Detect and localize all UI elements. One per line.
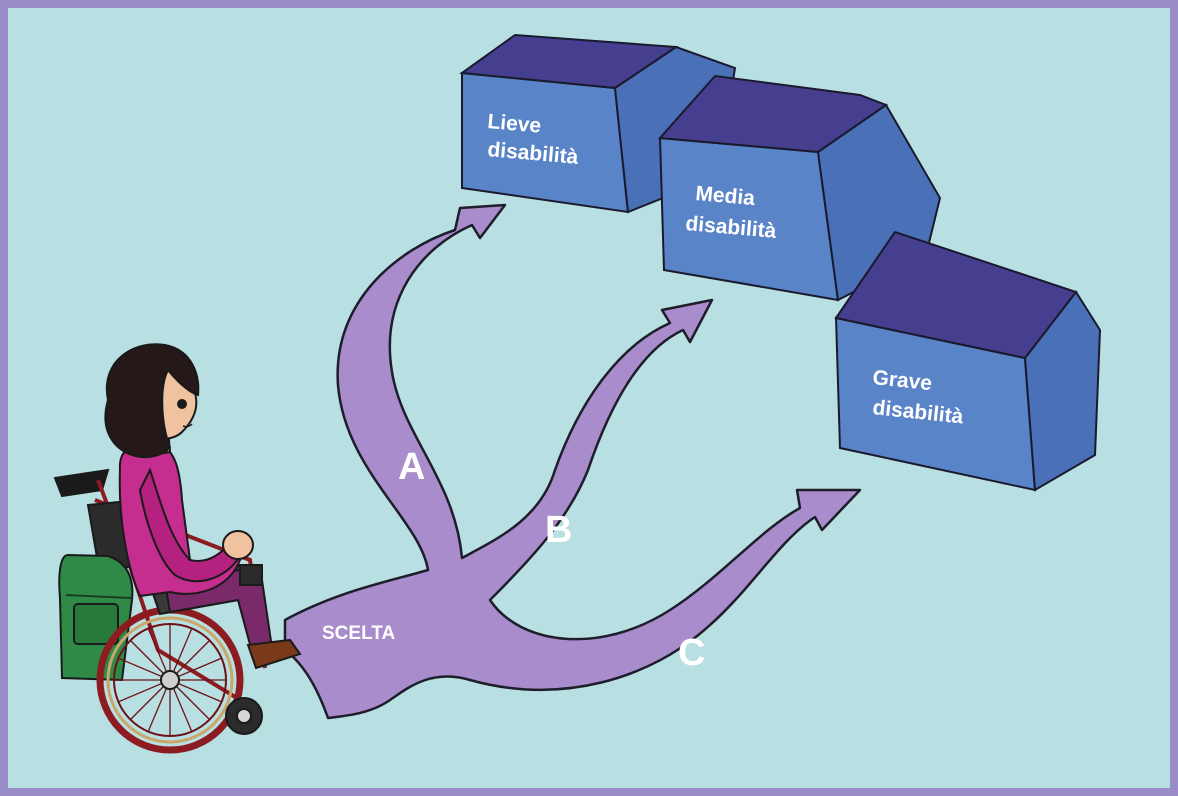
house-label-lieve-1: Lieve — [487, 110, 543, 138]
branch-label-c: C — [678, 632, 705, 674]
choice-label: SCELTA — [322, 623, 395, 644]
house-icon: Grave disabilità — [834, 230, 1102, 492]
choice-arrows — [283, 203, 862, 720]
arrow-icon — [283, 203, 862, 720]
branch-label-a: A — [398, 446, 425, 488]
wheelchair-user-icon — [53, 343, 302, 754]
house-label-media-1: Media — [695, 182, 757, 210]
branch-label-b: B — [545, 509, 572, 551]
